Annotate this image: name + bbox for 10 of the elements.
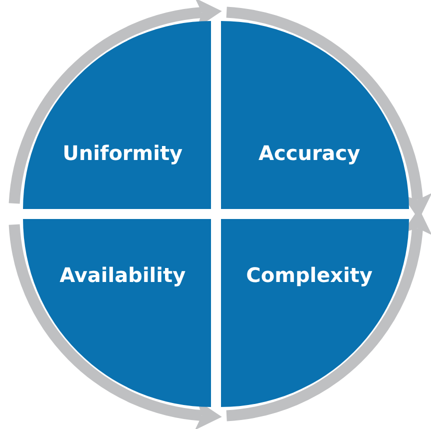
curved-arrow xyxy=(8,0,222,204)
curved-arrow xyxy=(8,224,222,429)
quadrant-label: Accuracy xyxy=(258,140,360,165)
quadrant-label: Availability xyxy=(60,263,186,288)
quadrant-label: Uniformity xyxy=(62,140,183,165)
quadrant-sector xyxy=(23,21,211,209)
quadrant-sector xyxy=(23,219,211,407)
quadrant-sector xyxy=(221,21,409,209)
quadrant-label: Complexity xyxy=(246,263,373,288)
quadrant-sector xyxy=(221,219,409,407)
